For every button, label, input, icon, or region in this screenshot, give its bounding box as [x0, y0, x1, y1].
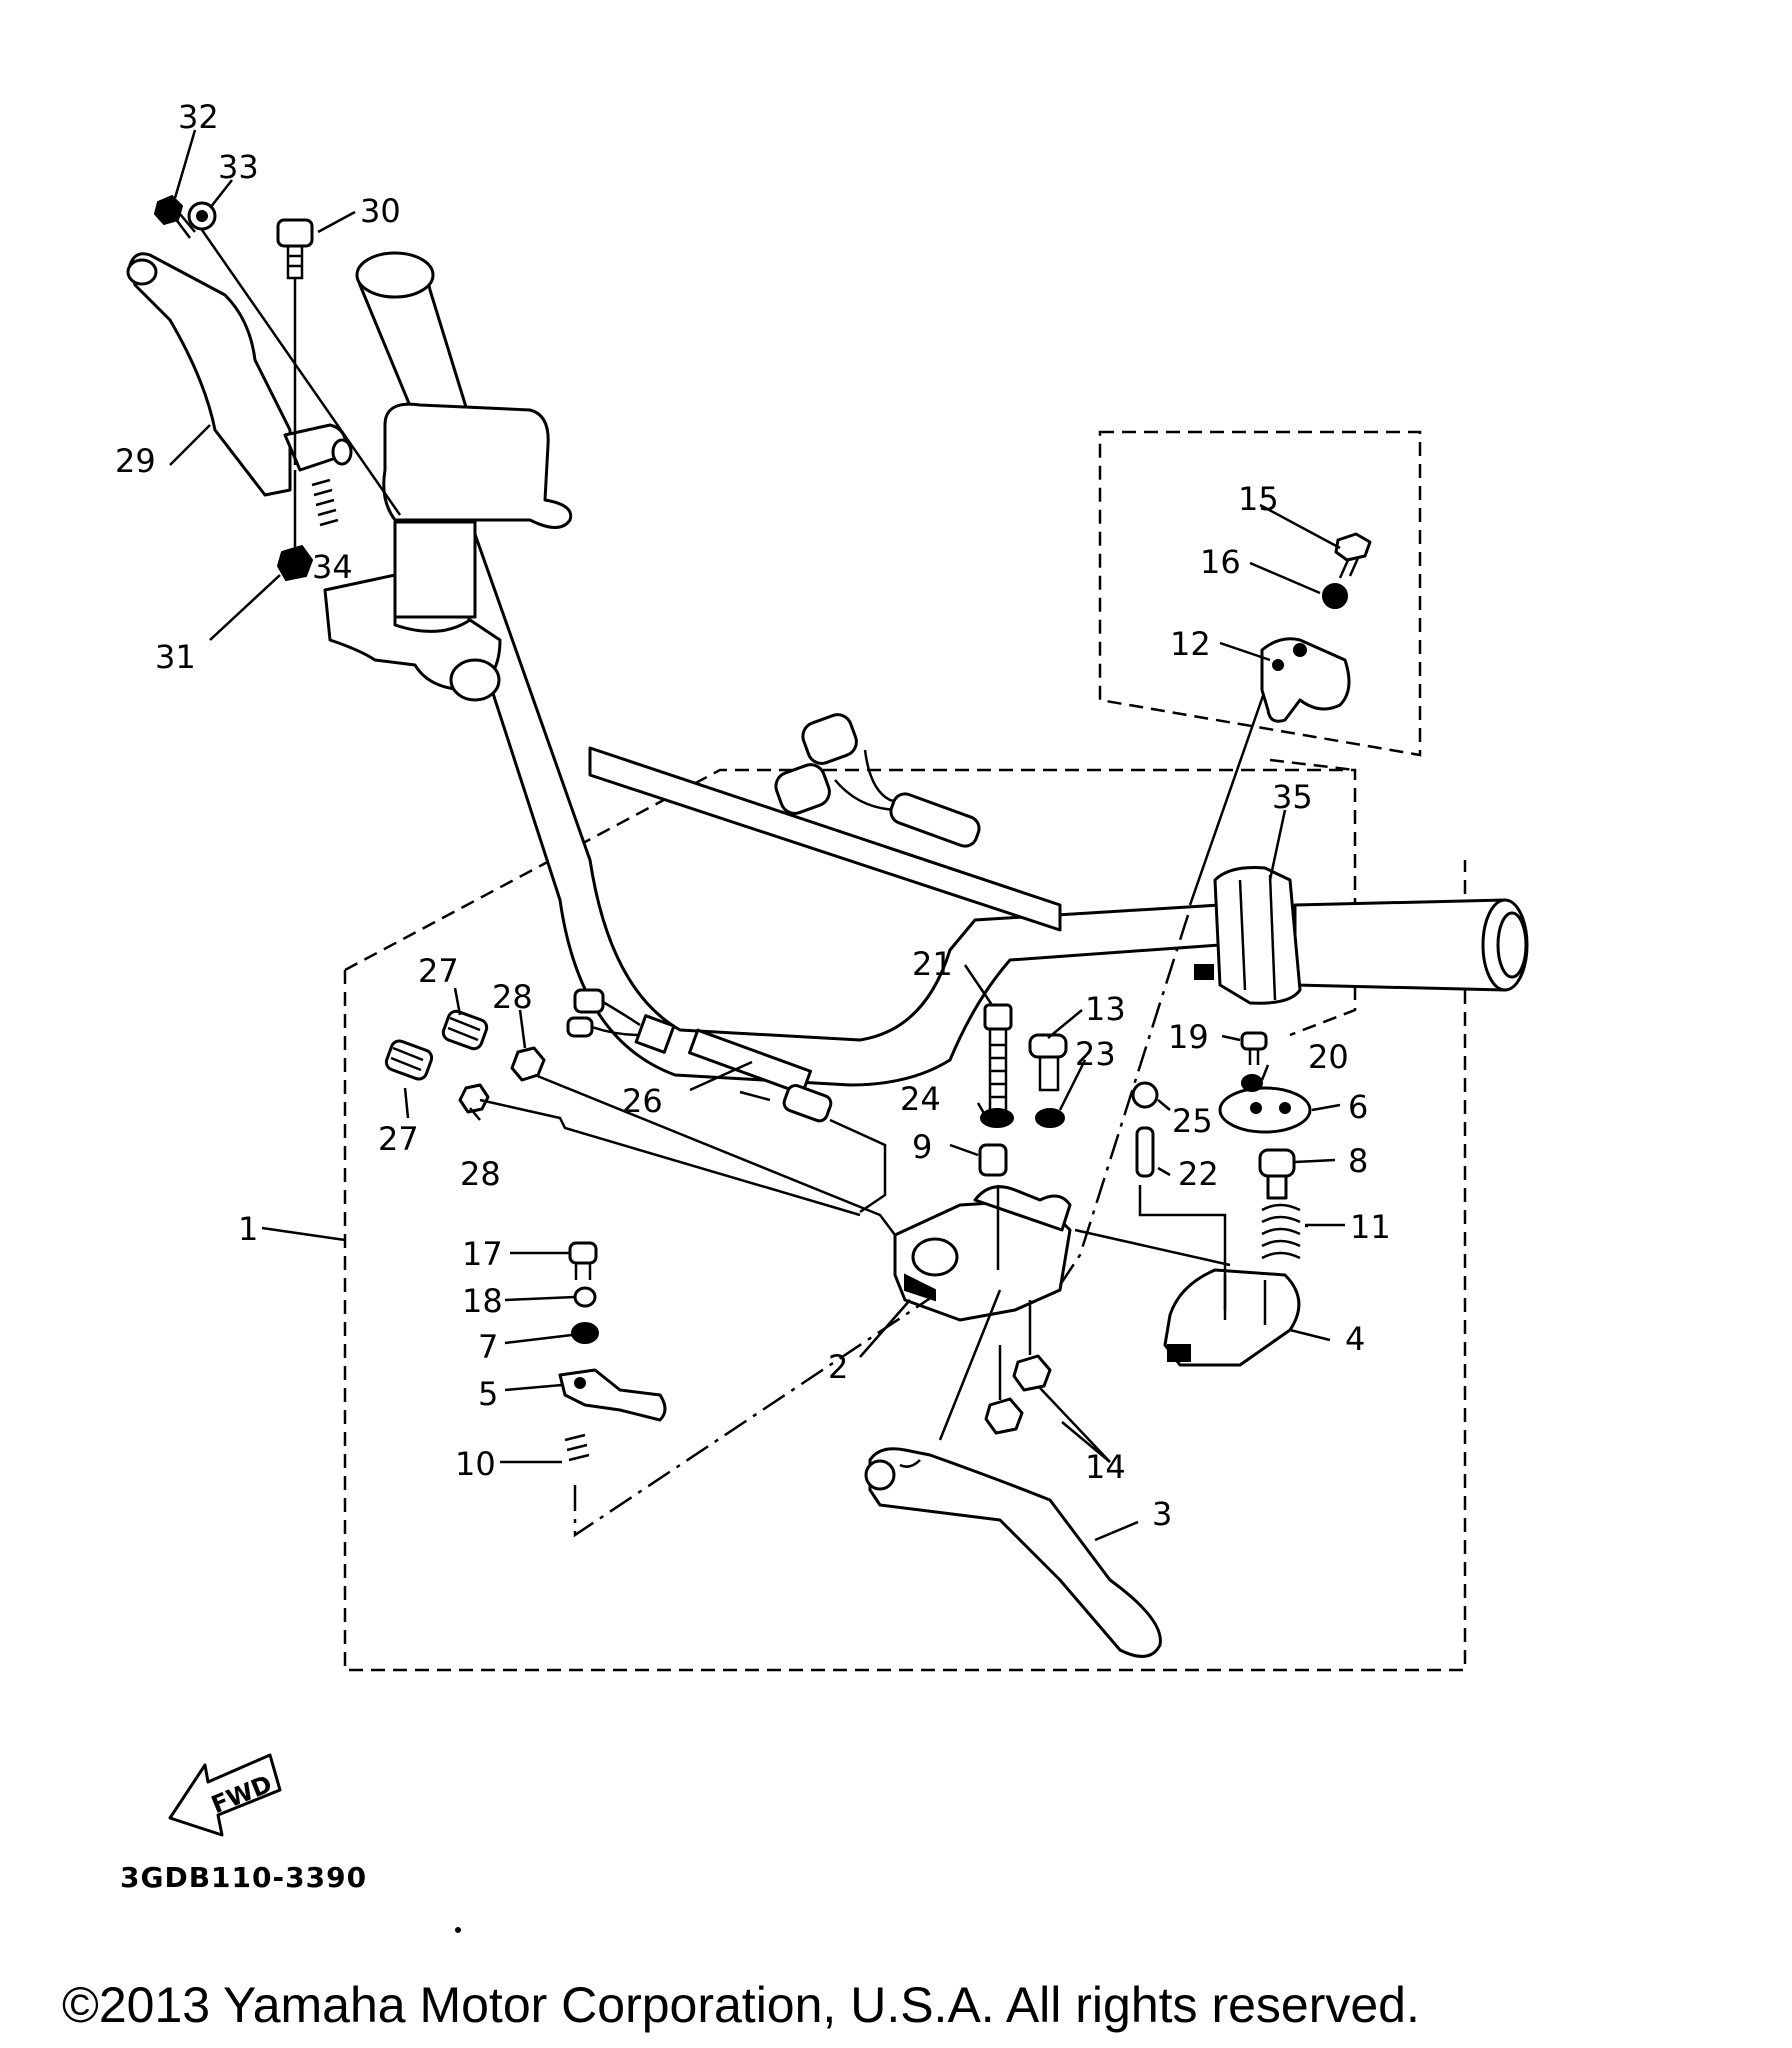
locknut-28-upper — [510, 1046, 546, 1082]
spring-11 — [1261, 1203, 1301, 1260]
spring-10 — [564, 1433, 590, 1462]
callout-24: 24 — [900, 1080, 941, 1118]
callout-1: 1 — [238, 1210, 258, 1248]
stray-dot — [455, 1927, 461, 1933]
cable-guide-upper — [534, 1073, 896, 1236]
left-lever-bracket — [283, 423, 353, 472]
washer-33-hole — [196, 210, 208, 222]
callout-32: 32 — [178, 98, 219, 136]
assembly-4-dashed-boundary — [1269, 758, 1356, 772]
switch-body-4 — [1163, 1268, 1301, 1367]
callout-6: 6 — [1348, 1088, 1368, 1126]
callout-25: 25 — [1172, 1102, 1213, 1140]
screw-19 — [1240, 1031, 1268, 1065]
callout-17: 17 — [462, 1235, 503, 1273]
locknut-28-lower — [458, 1083, 490, 1114]
assembly-12-dashed-boundary — [1098, 430, 1422, 757]
right-switch-dashdot-guide — [1058, 914, 1190, 1286]
collar-9 — [978, 1143, 1008, 1177]
callout-10: 10 — [455, 1445, 496, 1483]
callout-27-lower: 27 — [378, 1120, 419, 1158]
assembly-1-dashed-boundary — [343, 768, 1467, 1672]
callout-16: 16 — [1200, 543, 1241, 581]
right-brake-lever-3 — [864, 1447, 1162, 1658]
bolt-13 — [1028, 1033, 1068, 1092]
holder-to-35-guide — [1188, 689, 1267, 906]
pin-22-guide — [1138, 1185, 1227, 1310]
callout-31: 31 — [155, 638, 196, 676]
callout-2: 2 — [828, 1348, 848, 1386]
screw-17 — [568, 1241, 598, 1280]
callout-33: 33 — [218, 148, 259, 186]
callout-11: 11 — [1350, 1208, 1391, 1246]
callout-5: 5 — [478, 1375, 498, 1413]
callout-21: 21 — [912, 945, 953, 983]
wire-harness-upper — [774, 713, 981, 848]
nut-drop-lines — [998, 1300, 1032, 1400]
callout-13: 13 — [1085, 990, 1126, 1028]
callout-leaders — [169, 129, 1345, 1542]
callout-28-lower: 28 — [460, 1155, 501, 1193]
callout-34: 34 — [312, 548, 353, 586]
right-grip — [1293, 898, 1529, 992]
adjuster-27-upper — [441, 1009, 489, 1051]
callout-26: 26 — [622, 1082, 663, 1120]
nut-31 — [276, 544, 314, 582]
left-lever-29 — [126, 252, 292, 497]
bolt-32 — [153, 194, 196, 239]
callout-15: 15 — [1238, 480, 1279, 518]
spring-34 — [311, 478, 339, 527]
callout-7: 7 — [478, 1328, 498, 1366]
fwd-direction-arrow: FWD — [168, 1753, 282, 1837]
washer-20 — [1241, 1074, 1263, 1092]
handlebar-tube — [438, 518, 1222, 1087]
washer-16 — [1322, 583, 1348, 609]
callout-23: 23 — [1075, 1035, 1116, 1073]
washer-23 — [1035, 1108, 1065, 1128]
throttle-switch-assembly-35 — [1194, 866, 1302, 1005]
bolt-30 — [276, 218, 314, 465]
clip-18 — [573, 1286, 597, 1308]
copyright-notice: ©2013 Yamaha Motor Corporation, U.S.A. A… — [62, 1977, 1420, 2033]
callout-27-upper: 27 — [418, 952, 459, 990]
bolt-21 — [983, 1003, 1013, 1114]
adjuster-27-lower — [384, 1039, 434, 1081]
cable-guide-line — [479, 1098, 861, 1217]
pin-22 — [1135, 1126, 1155, 1178]
switch-housing-12 — [1260, 637, 1351, 723]
nuts-14 — [984, 1354, 1052, 1435]
callout-18: 18 — [462, 1282, 503, 1320]
lever-5 — [558, 1368, 667, 1422]
callout-19: 19 — [1168, 1018, 1209, 1056]
callout-12: 12 — [1170, 625, 1211, 663]
callout-35: 35 — [1272, 778, 1313, 816]
callout-14: 14 — [1085, 1448, 1126, 1486]
callout-3: 3 — [1152, 1495, 1172, 1533]
lever-3-connector — [938, 1289, 1002, 1441]
callout-4: 4 — [1345, 1320, 1365, 1358]
cap-25 — [1131, 1081, 1159, 1109]
callout-8: 8 — [1348, 1142, 1368, 1180]
callout-29: 29 — [115, 442, 156, 480]
diagram-code: 3GDB110-3390 — [120, 1861, 367, 1894]
left-switch-housing — [323, 402, 573, 702]
crossbar-brace — [588, 746, 1062, 932]
screw-15 — [1334, 532, 1372, 579]
lower-left-dashdot-guide — [573, 1293, 936, 1538]
washer-24 — [980, 1108, 1014, 1128]
plunger-8 — [1258, 1148, 1296, 1200]
callout-20: 20 — [1308, 1038, 1349, 1076]
callout-labels: 32 33 30 29 34 31 15 16 12 35 21 13 23 2… — [115, 98, 1391, 1533]
lever-holder-link-line — [1074, 1228, 1231, 1267]
washer-7 — [571, 1322, 599, 1344]
plate-6 — [1218, 1086, 1312, 1134]
left-grip — [355, 251, 472, 432]
callout-28-upper: 28 — [492, 978, 533, 1016]
left-lever-leader-line — [200, 229, 402, 516]
callout-30: 30 — [360, 192, 401, 230]
callout-9: 9 — [912, 1128, 932, 1166]
callout-22: 22 — [1178, 1155, 1219, 1193]
